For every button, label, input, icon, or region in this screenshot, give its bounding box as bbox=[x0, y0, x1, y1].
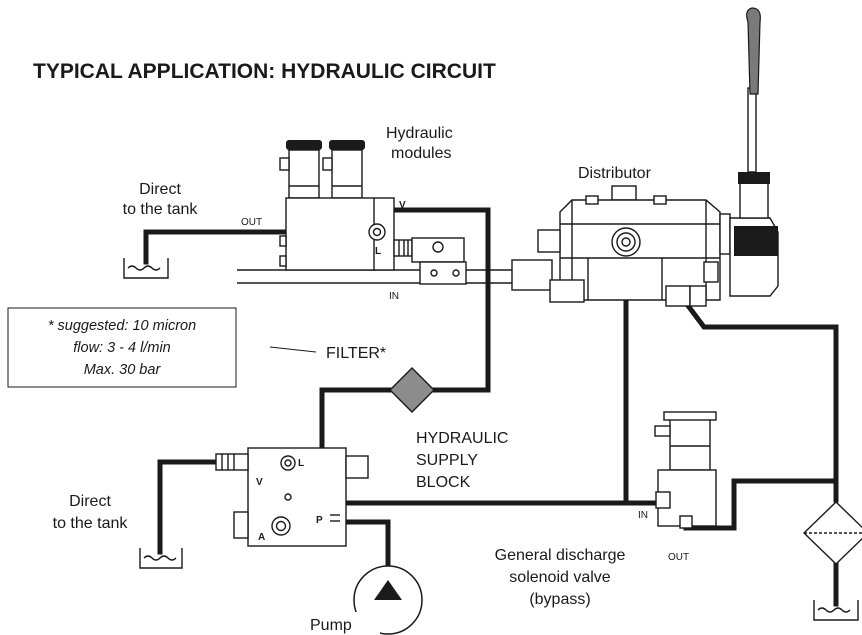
hydraulic-modules bbox=[279, 140, 553, 291]
filter-note-line-2: flow: 3 - 4 l/min bbox=[73, 340, 171, 356]
filter-note-line-1: * suggested: 10 micron bbox=[48, 318, 196, 334]
diagram-title: TYPICAL APPLICATION: HYDRAULIC CIRCUIT bbox=[33, 60, 496, 83]
label-distributor: Distributor bbox=[578, 165, 652, 182]
filter-note-line-3: Max. 30 bar bbox=[84, 362, 162, 378]
distributor bbox=[537, 7, 779, 307]
label-filter: FILTER* bbox=[326, 345, 386, 362]
label-port-p: P bbox=[316, 515, 323, 526]
tank-bottom-left bbox=[139, 548, 183, 569]
pipe-filter-to-supply-block bbox=[319, 387, 394, 465]
label-port-l: L bbox=[298, 458, 304, 469]
label-l-top: L bbox=[375, 246, 381, 257]
label-solenoid-1: General discharge bbox=[495, 547, 626, 564]
hydraulic-supply-block bbox=[215, 447, 369, 547]
label-hydraulic-modules-1: Hydraulic bbox=[386, 125, 453, 142]
pipe-pump-to-supply bbox=[339, 519, 391, 581]
label-v-top: V bbox=[399, 200, 406, 211]
pump bbox=[300, 565, 423, 635]
label-in-top: IN bbox=[389, 291, 399, 302]
pipe-module-v-to-filter bbox=[373, 207, 491, 393]
label-port-v: V bbox=[256, 477, 263, 488]
pipe-distributor-return bbox=[682, 299, 839, 484]
label-solenoid-3: (bypass) bbox=[529, 591, 590, 608]
label-in-valve: IN bbox=[638, 510, 648, 521]
pipe-supply-block-to-tank-bottom bbox=[157, 459, 225, 555]
pipe-valve-out-to-filter bbox=[683, 478, 839, 531]
label-out-valve: OUT bbox=[668, 552, 689, 563]
label-out-top: OUT bbox=[241, 217, 262, 228]
tank-right bbox=[813, 600, 859, 621]
label-port-a: A bbox=[258, 532, 265, 543]
tank-top-left bbox=[123, 258, 169, 279]
filter-middle bbox=[269, 346, 435, 413]
label-supply-block-2: SUPPLY bbox=[416, 452, 478, 469]
label-supply-block-1: HYDRAULIC bbox=[416, 430, 508, 447]
filter-note-box: * suggested: 10 micron flow: 3 - 4 l/min… bbox=[7, 307, 237, 388]
label-supply-block-3: BLOCK bbox=[416, 474, 471, 491]
label-solenoid-2: solenoid valve bbox=[509, 569, 611, 586]
label-direct-tank-bottom-2: to the tank bbox=[53, 515, 129, 532]
solenoid-valve bbox=[654, 411, 717, 529]
label-direct-tank-bottom-1: Direct bbox=[69, 493, 111, 510]
in-line bbox=[237, 269, 512, 284]
filter-right bbox=[802, 501, 862, 565]
label-direct-tank-top-2: to the tank bbox=[123, 201, 199, 218]
label-pump: Pump bbox=[310, 617, 352, 634]
label-hydraulic-modules-2: modules bbox=[391, 145, 451, 162]
label-direct-tank-top-1: Direct bbox=[139, 181, 181, 198]
